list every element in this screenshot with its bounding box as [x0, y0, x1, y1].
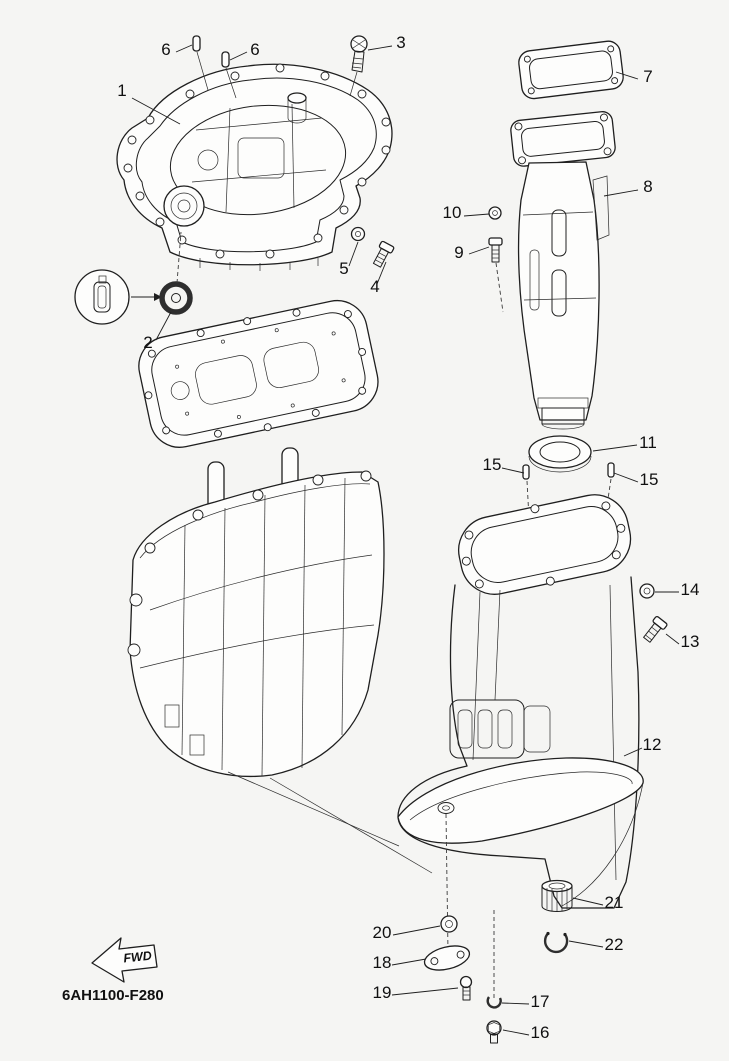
part-18-gasket-plate: [423, 945, 471, 971]
callout-11: 11: [639, 433, 657, 452]
part-17-spring-washer: [486, 996, 502, 1009]
part-1-bottom-pan: [116, 63, 393, 271]
callout-12: 12: [643, 735, 662, 754]
part-12-upper-casing: [397, 494, 644, 998]
lower-casing-body: [127, 447, 433, 874]
part-16-bolt: [486, 1020, 502, 1044]
callout-7: 7: [643, 67, 652, 86]
pan-gasket: [138, 299, 379, 448]
detail-arrow-icon: [154, 293, 162, 301]
part-21-bushing: [541, 879, 573, 912]
callout-18: 18: [373, 953, 392, 972]
callout-16: 16: [531, 1023, 550, 1042]
part-4-bolt: [372, 240, 395, 268]
part-22-circlip: [543, 931, 569, 954]
callout-15a: 15: [483, 455, 502, 474]
part-6-dowel-pins: [192, 35, 237, 99]
part-2-seal-and-detail: [74, 231, 193, 325]
part-7-gasket: [518, 40, 624, 100]
callout-14: 14: [681, 580, 700, 599]
callout-22: 22: [605, 935, 624, 954]
leader-lines: [131, 44, 680, 1036]
part-3-screw: [349, 35, 368, 97]
callout-8: 8: [643, 177, 652, 196]
callout-6b: 6: [250, 40, 259, 59]
callout-2: 2: [143, 333, 152, 352]
part-9-bolt: [488, 237, 504, 313]
fwd-label: FWD: [123, 949, 153, 966]
callout-1: 1: [117, 81, 126, 100]
part-8-exhaust-guide: [510, 111, 616, 430]
part-code: 6AH1100-F280: [62, 987, 164, 1004]
part-14-washer: [639, 583, 655, 599]
callout-15b: 15: [640, 470, 659, 489]
callout-13: 13: [681, 632, 700, 651]
callout-labels: 1 2 3 4 5 6 6 7 8 9 10 11 12 13 14 15 15…: [117, 33, 699, 1042]
callout-20: 20: [373, 923, 392, 942]
part-19-bolt: [459, 975, 473, 1001]
callout-19: 19: [373, 983, 392, 1002]
part-20-washer: [440, 915, 458, 933]
part-5-washer: [350, 226, 366, 242]
callout-10: 10: [443, 203, 462, 222]
fwd-marker: FWD: [91, 937, 158, 983]
part-13-bolt: [643, 615, 668, 643]
callout-21: 21: [605, 893, 624, 912]
part-11-seal-ring: [528, 435, 592, 473]
callout-5: 5: [339, 259, 348, 278]
callout-17: 17: [531, 992, 550, 1011]
callout-6a: 6: [161, 40, 170, 59]
callout-9: 9: [454, 243, 463, 262]
callout-4: 4: [370, 277, 379, 296]
part-10-washer: [488, 206, 502, 220]
callout-3: 3: [396, 33, 405, 52]
